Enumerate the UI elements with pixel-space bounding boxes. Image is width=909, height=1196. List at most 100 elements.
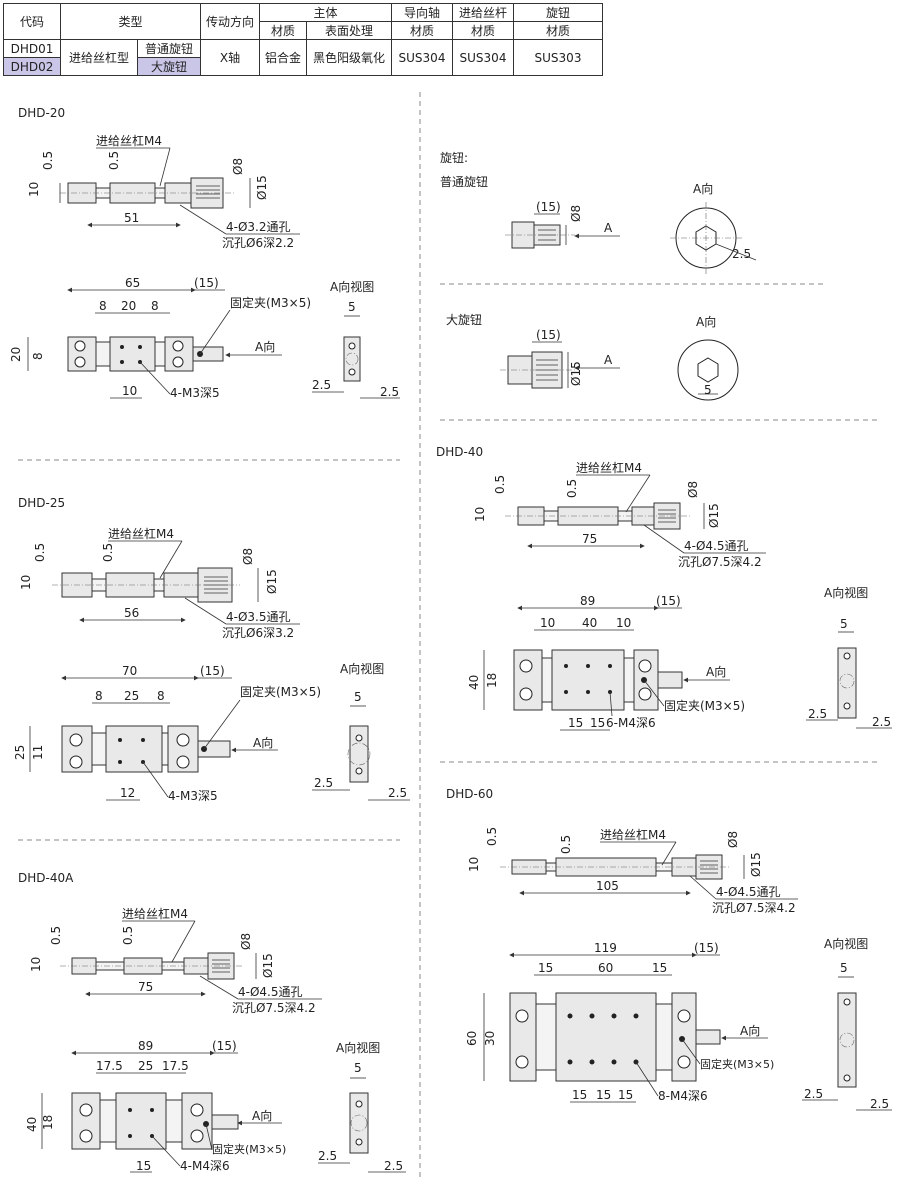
label-view: A向视图 — [330, 279, 374, 294]
dim-length: 56 — [124, 606, 139, 620]
body-material-cell: 铝合金 — [259, 39, 307, 76]
dim-v25: 2.5 — [384, 1159, 403, 1173]
tap-hole — [586, 690, 590, 694]
dim-pitch: 15 — [572, 1088, 587, 1102]
label-screw: 进给丝杠M4 — [96, 133, 162, 148]
rail — [535, 1003, 557, 1071]
tap-hole — [120, 345, 124, 349]
dim-width: 119 — [594, 941, 617, 955]
knob — [695, 1029, 721, 1045]
dim-v5: 5 — [348, 300, 356, 314]
slide-table — [555, 992, 657, 1082]
mount-hole — [69, 733, 83, 747]
label-through-hole: 4-Ø4.5通孔 — [684, 539, 749, 553]
dim-d8: Ø8 — [726, 831, 740, 848]
leader-line — [609, 691, 613, 717]
dim-height: 25 — [13, 745, 27, 760]
leader-line — [643, 524, 685, 554]
mount-hole — [79, 1103, 93, 1117]
rail — [165, 1099, 183, 1143]
dim-a: 8 — [99, 299, 107, 313]
mount-hole — [843, 652, 851, 660]
dim-knob: (15) — [212, 1039, 237, 1053]
side-block — [511, 859, 547, 875]
center-circle — [839, 1032, 855, 1048]
mount-hole — [519, 687, 533, 701]
section-dhd20: DHD-20 10 0.5 0.5 51 进给丝杠M4 Ø8 Ø15 4-Ø3.… — [9, 106, 400, 400]
tap-hole — [564, 690, 568, 694]
dim-knob: (15) — [200, 664, 225, 678]
section-dhd40a: DHD-40A 10 0.5 0.5 75 进给丝杠M4 Ø8 Ø15 4-Ø4… — [18, 871, 406, 1173]
mount-hole — [355, 1100, 363, 1108]
dim-v5: 5 — [704, 383, 712, 397]
end-block — [513, 649, 543, 711]
tap-hole — [633, 1013, 639, 1019]
dim-pitch: 12 — [120, 786, 135, 800]
label-clamp: 固定夹(M3×5) — [240, 684, 321, 699]
label-direction: A向 — [255, 339, 275, 354]
dim-inner: 18 — [485, 673, 499, 688]
dim-a: 17.5 — [96, 1059, 123, 1073]
tap-hole — [589, 1059, 595, 1065]
hdr-screw: 进给丝杆 — [452, 3, 514, 22]
mount-hole — [176, 755, 190, 769]
subtype-big: 大旋钮 — [137, 57, 201, 76]
section-title: DHD-60 — [446, 787, 493, 801]
dim-knob: (15) — [194, 276, 219, 290]
leader-line — [681, 1038, 701, 1065]
dim-height: 20 — [9, 347, 23, 362]
label-screw: 进给丝杠M4 — [108, 526, 174, 541]
knob — [197, 740, 231, 758]
mount-hole — [190, 1129, 204, 1143]
label-through-hole: 4-Ø4.5通孔 — [716, 885, 781, 899]
dim-v25: 2.5 — [804, 1087, 823, 1101]
dim-pitch: 15 — [590, 716, 605, 730]
dim-v25: 2.5 — [314, 776, 333, 790]
label-counterbore: 沉孔Ø6深3.2 — [222, 626, 294, 640]
label-clamp: 固定夹(M3×5) — [700, 1057, 774, 1071]
label-direction: A向 — [252, 1108, 272, 1123]
dim-offset: 0.5 — [485, 827, 499, 846]
dim-height: 40 — [467, 675, 481, 690]
tap-hole — [118, 738, 122, 742]
mount-hole — [355, 734, 363, 742]
label-clamp: 固定夹(M3×5) — [230, 295, 311, 310]
section-dhd40: DHD-40 10 0.5 0.5 75 进给丝杠M4 Ø8 Ø15 4-Ø4.… — [436, 445, 892, 731]
dim-c: 10 — [616, 616, 631, 630]
tap-hole — [118, 760, 122, 764]
center-circle — [345, 352, 359, 366]
dim-offset: 0.5 — [41, 151, 55, 170]
tap-hole — [128, 1134, 132, 1138]
hdr-screw-material: 材质 — [452, 21, 514, 40]
tap-hole — [586, 664, 590, 668]
knob — [657, 671, 683, 689]
guide-material-cell: SUS304 — [391, 39, 453, 76]
dim-inner: 18 — [41, 1115, 55, 1130]
leader-line — [159, 540, 183, 579]
label-view: A向视图 — [336, 1040, 380, 1055]
dim-a: 10 — [540, 616, 555, 630]
rail — [99, 1099, 117, 1143]
dim-width: 70 — [122, 664, 137, 678]
mount-hole — [515, 1055, 529, 1069]
mount-hole — [190, 1103, 204, 1117]
dim-v25: 2.5 — [732, 247, 751, 261]
dim-b: 40 — [582, 616, 597, 630]
leader-line — [142, 761, 169, 798]
rail — [161, 732, 169, 766]
section-knob: 旋钮: 普通旋钮 (15) Ø8 A A向 2.5 大旋钮 (15) Ø15 A — [440, 150, 757, 401]
mount-hole — [79, 1129, 93, 1143]
dim-knob: (15) — [656, 594, 681, 608]
rail — [91, 732, 107, 766]
dim-height: 40 — [25, 1117, 39, 1132]
end-view — [349, 725, 369, 783]
dim-c: 15 — [652, 961, 667, 975]
label-screw: 进给丝杠M4 — [576, 460, 642, 475]
dim-b: 25 — [124, 689, 139, 703]
section-title: DHD-40 — [436, 445, 483, 459]
tap-hole — [128, 1108, 132, 1112]
hdr-guide-material: 材质 — [391, 21, 453, 40]
dim-offset: 0.5 — [493, 475, 507, 494]
tap-hole — [589, 1013, 595, 1019]
